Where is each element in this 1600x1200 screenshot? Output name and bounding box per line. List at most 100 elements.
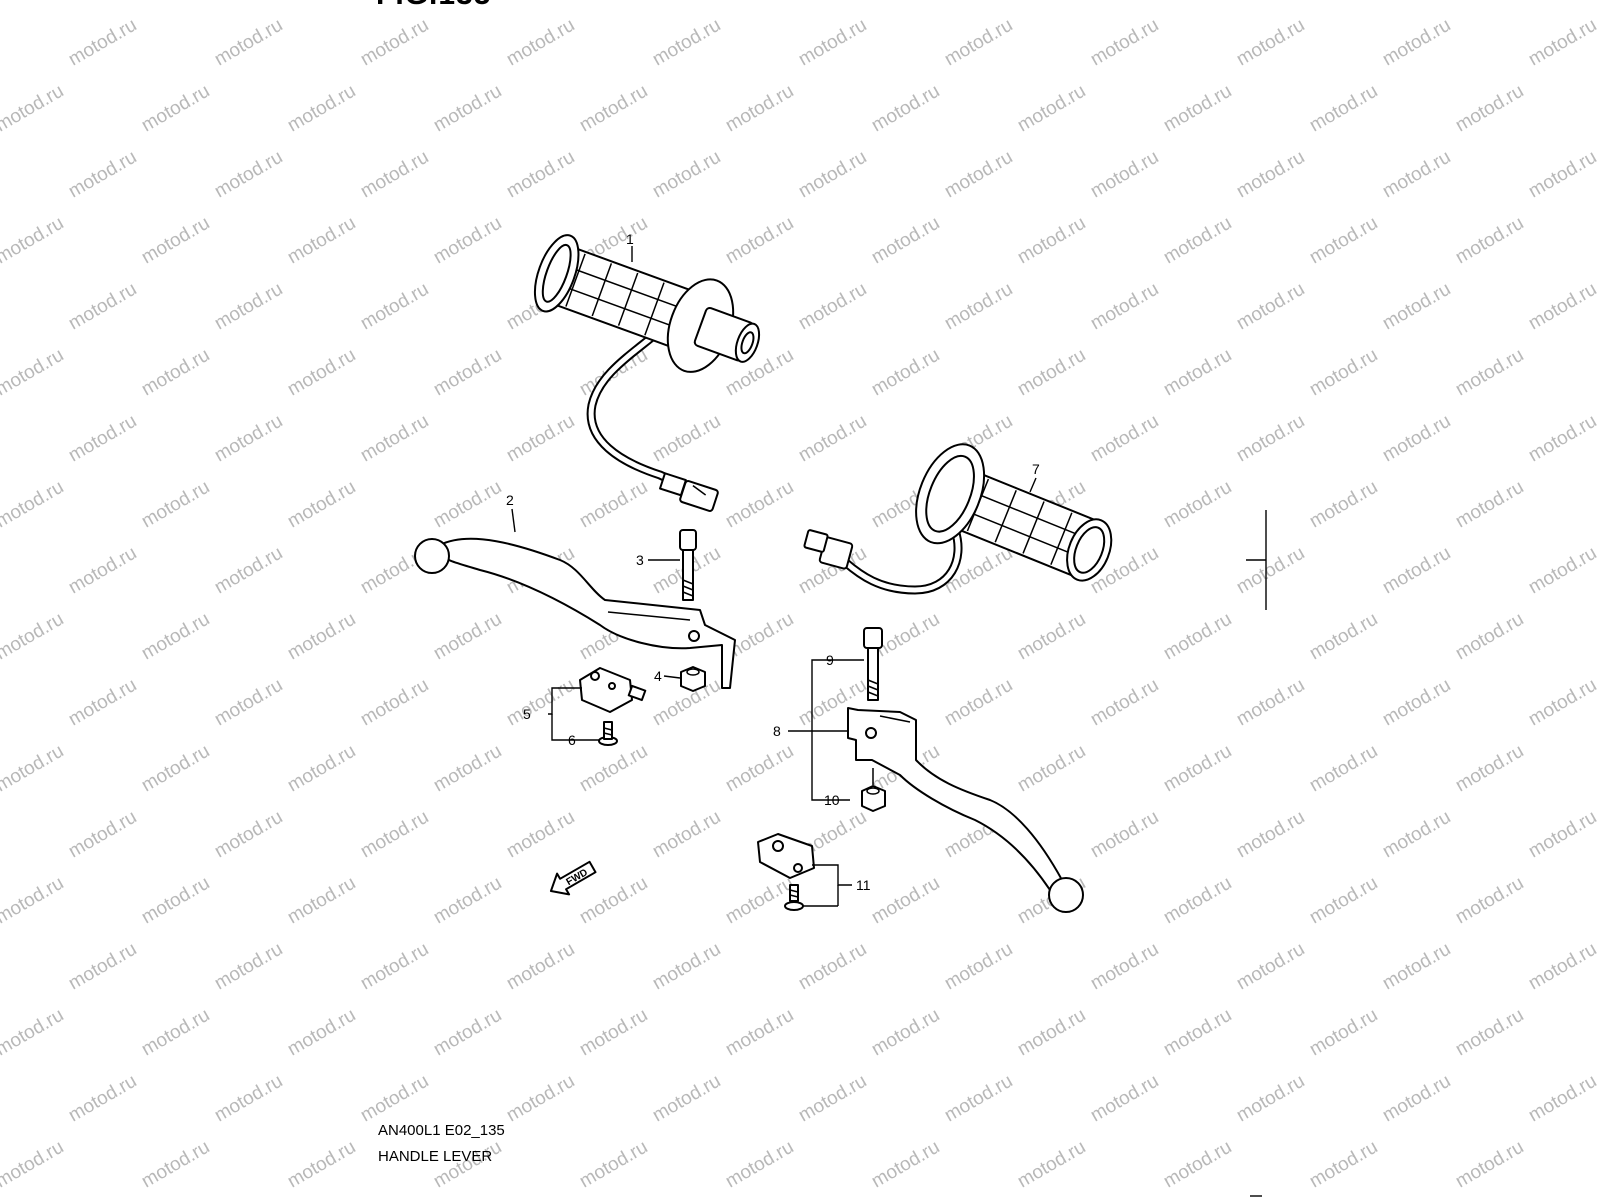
watermark-text: motod.ru [65, 279, 140, 335]
callout-8: 8 [773, 723, 781, 739]
watermark-text: motod.ru [576, 81, 651, 137]
watermark-text: motod.ru [211, 279, 286, 335]
watermark-text: motod.ru [284, 477, 359, 533]
watermark-text: motod.ru [284, 741, 359, 797]
watermark-text: motod.ru [357, 675, 432, 731]
watermark-text: motod.ru [795, 939, 870, 995]
watermark-text: motod.ru [1306, 345, 1381, 401]
figure-code: AN400L1 E02_135 [378, 1122, 505, 1139]
watermark-text: motod.ru [430, 609, 505, 665]
watermark-text: motod.ru [1160, 81, 1235, 137]
watermark-text: motod.ru [1306, 213, 1381, 269]
watermark-text: motod.ru [649, 939, 724, 995]
watermark-text: motod.ru [649, 15, 724, 71]
watermark-text: motod.ru [576, 1005, 651, 1061]
watermark-text: motod.ru [0, 213, 67, 269]
watermark-text: motod.ru [722, 873, 797, 929]
watermark-text: motod.ru [1306, 0, 1381, 4]
watermark-text: motod.ru [284, 609, 359, 665]
watermark-text: motod.ru [211, 15, 286, 71]
watermark-text: motod.ru [941, 1071, 1016, 1127]
watermark-text: motod.ru [284, 873, 359, 929]
watermark-text: motod.ru [795, 411, 870, 467]
watermark-text: motod.ru [284, 213, 359, 269]
watermark-text: motod.ru [941, 675, 1016, 731]
watermark-text: motod.ru [576, 1137, 651, 1193]
watermark-text: motod.ru [284, 81, 359, 137]
watermark-text: motod.ru [1452, 1137, 1527, 1193]
leader-lines [511, 246, 1267, 907]
watermark-text: motod.ru [649, 411, 724, 467]
watermark-text: motod.ru [868, 873, 943, 929]
watermark-text: motod.ru [1379, 15, 1454, 71]
nut [680, 666, 706, 692]
watermark-text: motod.ru [1306, 609, 1381, 665]
watermark-text: motod.ru [1525, 147, 1600, 203]
watermark-text: motod.ru [1087, 807, 1162, 863]
watermark-text: motod.ru [868, 0, 943, 4]
watermark-text: motod.ru [1379, 543, 1454, 599]
watermark-text: motod.ru [357, 15, 432, 71]
watermark-text: motod.ru [1379, 147, 1454, 203]
watermark-text: motod.ru [1233, 1071, 1308, 1127]
watermark-text: motod.ru [1087, 279, 1162, 335]
watermark-text: motod.ru [1014, 345, 1089, 401]
watermark-text: motod.ru [1233, 147, 1308, 203]
watermark-text: motod.ru [722, 213, 797, 269]
watermark-text: motod.ru [211, 147, 286, 203]
watermark-text: motod.ru [211, 807, 286, 863]
watermark-text: motod.ru [430, 213, 505, 269]
watermark-text: motod.ru [503, 411, 578, 467]
watermark-text: motod.ru [1452, 81, 1527, 137]
watermark-text: motod.ru [1160, 741, 1235, 797]
watermark-text: motod.ru [1160, 609, 1235, 665]
watermark-text: motod.ru [1306, 741, 1381, 797]
watermark-text: motod.ru [430, 741, 505, 797]
watermark-text: motod.ru [503, 675, 578, 731]
watermark-text: motod.ru [357, 807, 432, 863]
left-lever [414, 537, 736, 689]
watermark-text: motod.ru [357, 1071, 432, 1127]
watermark-text: motod.ru [138, 741, 213, 797]
watermark-text: motod.ru [1014, 0, 1089, 4]
watermark-text: motod.ru [868, 213, 943, 269]
watermark-text: motod.ru [1160, 213, 1235, 269]
watermark-text: motod.ru [138, 1137, 213, 1193]
watermark-text: motod.ru [1452, 609, 1527, 665]
watermark-text: motod.ru [65, 807, 140, 863]
watermark-text: motod.ru [1233, 543, 1308, 599]
watermark-text: motod.ru [1087, 939, 1162, 995]
watermark-text: motod.ru [1379, 939, 1454, 995]
watermark-text: motod.ru [211, 675, 286, 731]
callout-9: 9 [826, 652, 834, 668]
watermark-text: motod.ru [1452, 0, 1527, 4]
watermark-text: motod.ru [1452, 213, 1527, 269]
watermark-text: motod.ru [138, 0, 213, 4]
watermark-text: motod.ru [65, 15, 140, 71]
watermark-text: motod.ru [1306, 81, 1381, 137]
watermark-text: motod.ru [1160, 345, 1235, 401]
watermark-text: motod.ru [1525, 543, 1600, 599]
watermark-text: motod.ru [795, 1071, 870, 1127]
watermark-text: motod.ru [576, 0, 651, 4]
watermark-text: motod.ru [430, 81, 505, 137]
watermark-text: motod.ru [1014, 213, 1089, 269]
callout-5: 5 [523, 706, 531, 722]
watermark-text: motod.ru [1306, 873, 1381, 929]
watermark-text: motod.ru [65, 411, 140, 467]
callouts: 1 2 3 4 5 6 7 8 9 10 11 [506, 231, 1040, 893]
screw [598, 721, 618, 746]
watermark-text: motod.ru [722, 1005, 797, 1061]
watermark-text: motod.ru [868, 345, 943, 401]
watermark-text: motod.ru [357, 279, 432, 335]
watermark-text: motod.ru [503, 15, 578, 71]
callout-1: 1 [626, 231, 634, 247]
watermark-text: motod.ru [1452, 345, 1527, 401]
watermark-text: motod.ru [1233, 15, 1308, 71]
watermark-text: motod.ru [138, 609, 213, 665]
watermark-text: motod.ru [1087, 675, 1162, 731]
watermark-text: motod.ru [1379, 1071, 1454, 1127]
callout-4: 4 [654, 668, 662, 684]
watermark-text: motod.ru [65, 147, 140, 203]
